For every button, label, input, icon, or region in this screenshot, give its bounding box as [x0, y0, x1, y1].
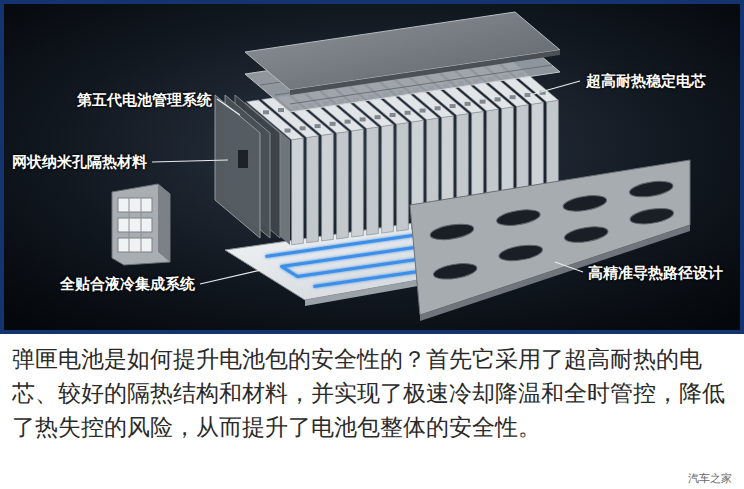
leader-line — [530, 81, 580, 95]
end-plate — [112, 184, 170, 265]
slot — [432, 261, 478, 282]
leader-line — [555, 262, 583, 272]
side-plate — [410, 160, 690, 321]
cell-terminal — [450, 104, 456, 108]
slot — [563, 224, 609, 245]
leader-line — [152, 160, 228, 162]
cell-face — [337, 131, 349, 239]
watermark: 汽车之家 — [688, 471, 732, 486]
cell-terminal — [263, 110, 269, 114]
top-cover — [245, 12, 560, 112]
cell-face — [397, 123, 409, 232]
cell-terminal — [495, 97, 501, 101]
slot — [498, 243, 544, 264]
cell-terminal — [278, 108, 284, 112]
callout-label: 全贴合液冷集成系统 — [60, 275, 195, 294]
cell-terminal — [525, 93, 531, 97]
caption: 弹匣电池是如何提升电池包的安全性的？首先它采用了超高耐热的电芯、较好的隔热结构和… — [12, 342, 730, 444]
cell-terminal — [420, 109, 426, 113]
cell-face — [307, 136, 319, 243]
callout-label: 超高耐热稳定电芯 — [586, 72, 706, 91]
slot — [562, 193, 608, 214]
callout-label: 网状纳米孔隔热材料 — [12, 153, 147, 172]
cell-terminal — [405, 111, 411, 115]
dark-ground — [0, 0, 744, 334]
slot — [629, 206, 675, 227]
cell-terminal — [345, 120, 351, 124]
cell-terminal — [480, 100, 486, 104]
leader-lines — [152, 81, 583, 284]
cell-face — [382, 125, 394, 233]
leader-line — [217, 99, 240, 115]
cell-terminal — [465, 102, 471, 106]
cell-terminal — [330, 122, 336, 126]
cell-terminal — [285, 129, 291, 133]
cell-terminal — [510, 95, 516, 99]
slot — [628, 179, 674, 200]
cell-terminal — [390, 113, 396, 117]
cell-terminal — [300, 126, 306, 130]
slot — [496, 207, 542, 228]
cell-terminal — [375, 115, 381, 119]
cell-face — [292, 138, 304, 245]
frame — [2, 2, 742, 332]
cell-face — [352, 129, 364, 237]
cell-terminal — [435, 106, 441, 110]
bms-boards — [215, 95, 280, 238]
cell-terminal — [315, 124, 321, 128]
slot — [429, 221, 475, 242]
cell-face — [322, 134, 334, 241]
callout-label: 第五代电池管理系统 — [77, 91, 212, 110]
cell-face — [367, 127, 379, 235]
leader-line — [200, 268, 270, 284]
cell-terminal — [360, 117, 366, 121]
callout-label: 高精准导热路径设计 — [588, 264, 723, 283]
